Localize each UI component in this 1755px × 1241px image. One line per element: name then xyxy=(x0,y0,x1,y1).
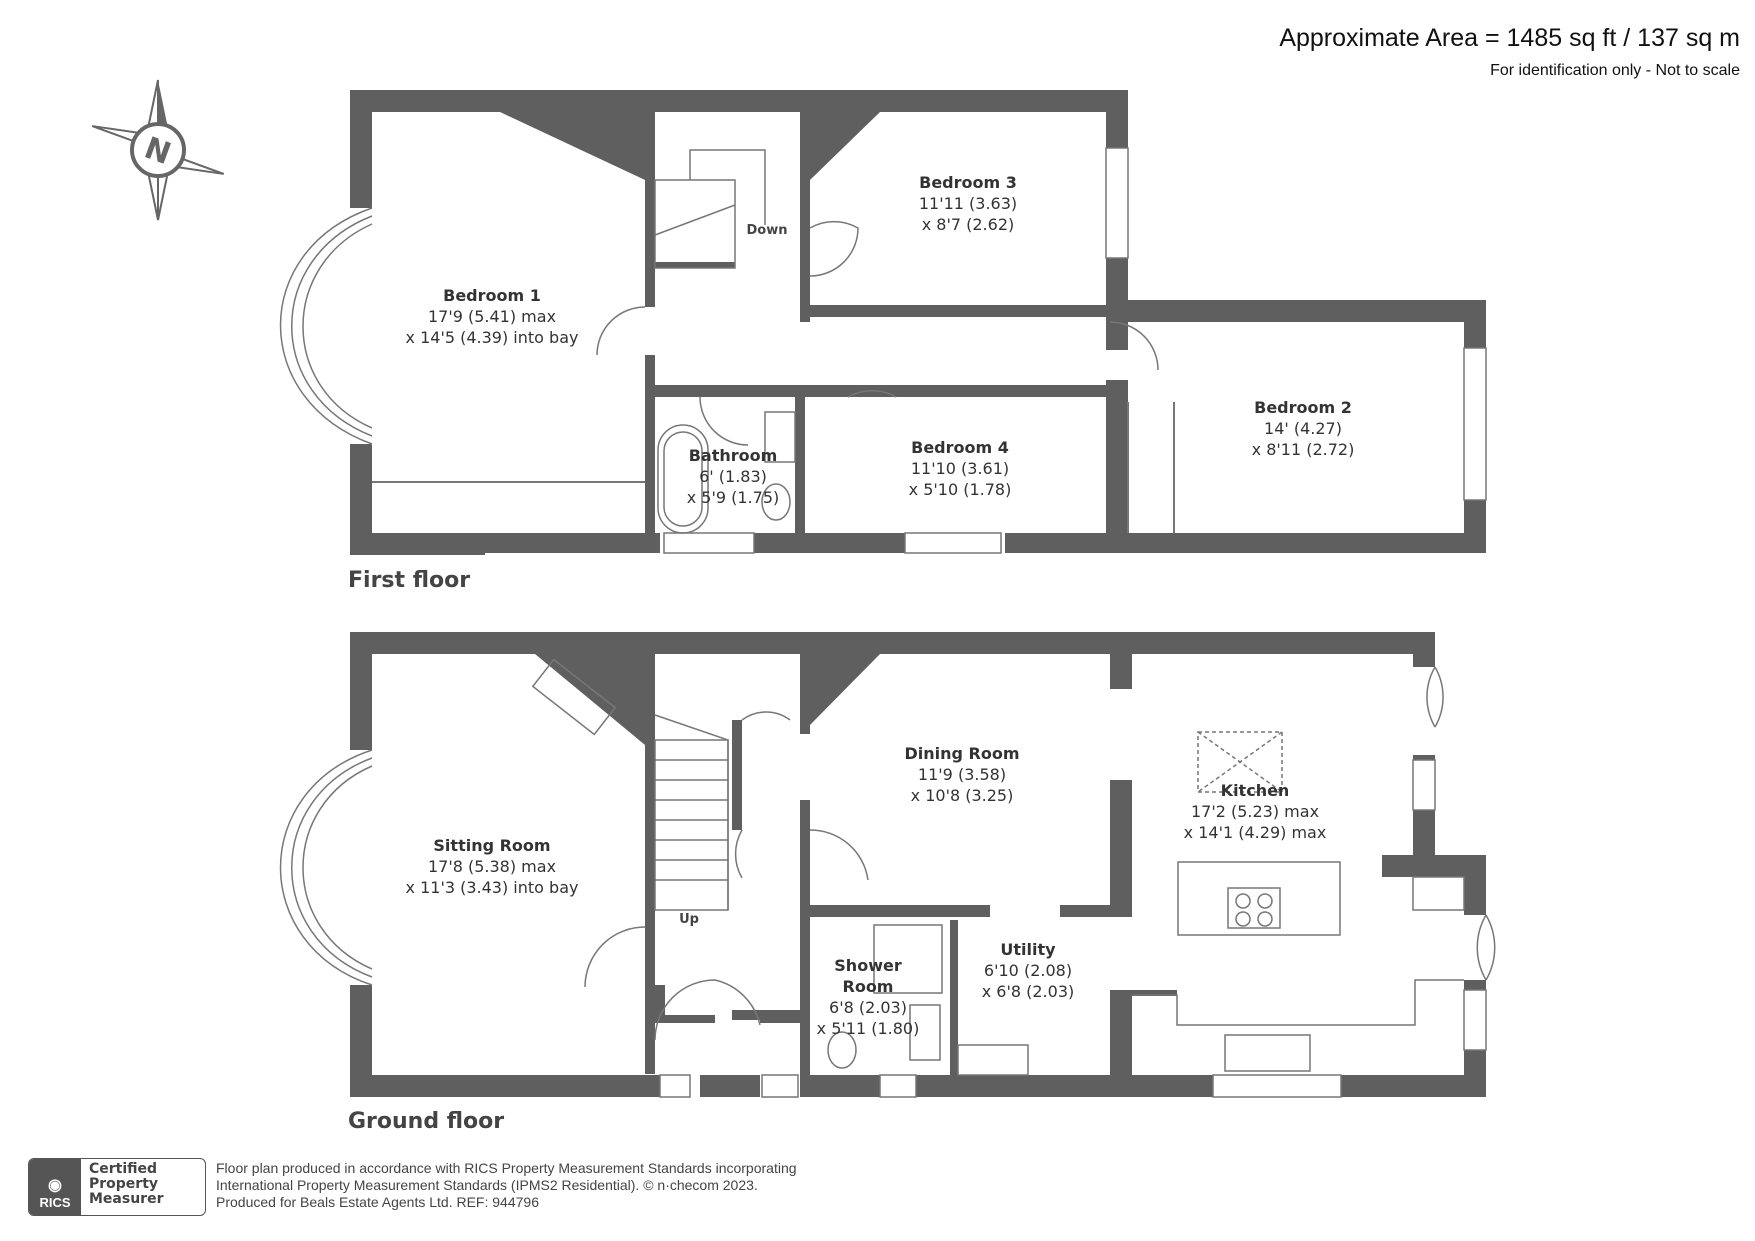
badge-line1: Certified xyxy=(89,1161,158,1177)
bathroom-fixtures xyxy=(657,411,796,534)
rics-brand: RICS xyxy=(39,1195,71,1210)
stairs-up-label: Up xyxy=(679,912,699,927)
utility-name: Utility xyxy=(1000,940,1056,959)
lion-icon: ◉ xyxy=(48,1177,62,1194)
bathroom-name: Bathroom xyxy=(689,446,778,465)
footer-line1: Floor plan produced in accordance with R… xyxy=(216,1160,797,1176)
rics-logo: ◉ RICS xyxy=(29,1159,81,1215)
approximate-area: Approximate Area = 1485 sq ft / 137 sq m xyxy=(1279,24,1740,52)
kitchen-name: Kitchen xyxy=(1221,781,1290,800)
utility-dim1: 6'10 (2.08) xyxy=(984,961,1072,980)
footer-note: Floor plan produced in accordance with R… xyxy=(216,1160,797,1211)
bedroom2-dim1: 14' (4.27) xyxy=(1264,419,1342,438)
dining-room-name: Dining Room xyxy=(904,744,1019,763)
floor-plan: N xyxy=(91,79,1496,1134)
bedroom1-name: Bedroom 1 xyxy=(443,286,541,305)
bedroom1-dim2: x 14'5 (4.39) into bay xyxy=(406,328,579,347)
kitchen-dim2: x 14'1 (4.29) max xyxy=(1184,823,1327,842)
dining-room-dim1: 11'9 (3.58) xyxy=(918,765,1006,784)
sitting-room-dim1: 17'8 (5.38) max xyxy=(428,857,556,876)
shower-room-dim2: x 5'11 (1.80) xyxy=(817,1019,920,1038)
ground-floor-doors xyxy=(531,658,1496,1076)
bedroom2-dim2: x 8'11 (2.72) xyxy=(1252,440,1355,459)
first-floor-windows xyxy=(279,147,1487,554)
compass-rose-icon: N xyxy=(91,79,225,221)
stairs-down-label: Down xyxy=(747,223,788,238)
footer-line2: International Property Measurement Stand… xyxy=(216,1177,758,1193)
bedroom3-dim2: x 8'7 (2.62) xyxy=(922,215,1015,234)
rics-badge-text: Certified Property Measurer xyxy=(81,1159,171,1215)
ground-floor-walls xyxy=(350,632,1486,1097)
shower-room-dim1: 6'8 (2.03) xyxy=(829,998,907,1017)
bedroom3-dim1: 11'11 (3.63) xyxy=(919,194,1017,213)
bedroom2-name: Bedroom 2 xyxy=(1254,398,1352,417)
ground-floor-windows xyxy=(279,749,1487,1098)
bedroom1-dim1: 17'9 (5.41) max xyxy=(428,307,556,326)
bedroom3-name: Bedroom 3 xyxy=(919,173,1017,192)
first-floor-doors xyxy=(596,149,1159,446)
bathroom-dim2: x 5'9 (1.75) xyxy=(687,488,780,507)
ground-floor-label: Ground floor xyxy=(348,1109,504,1134)
utility-dim2: x 6'8 (2.03) xyxy=(982,982,1075,1001)
scale-note: For identification only - Not to scale xyxy=(1490,62,1740,79)
bedroom4-dim2: x 5'10 (1.78) xyxy=(909,480,1012,499)
badge-line3: Measurer xyxy=(89,1191,164,1207)
dining-room-dim2: x 10'8 (3.25) xyxy=(911,786,1014,805)
bedroom4-name: Bedroom 4 xyxy=(911,438,1009,457)
sitting-room-dim2: x 11'3 (3.43) into bay xyxy=(406,878,579,897)
bathroom-dim1: 6' (1.83) xyxy=(699,467,767,486)
first-floor-walls xyxy=(350,90,1486,555)
badge-line2: Property xyxy=(89,1176,159,1192)
kitchen-dim1: 17'2 (5.23) max xyxy=(1191,802,1319,821)
shower-room-name2: Room xyxy=(843,977,894,996)
shower-room-name1: Shower xyxy=(834,956,902,975)
bedroom4-dim1: 11'10 (3.61) xyxy=(911,459,1009,478)
first-floor-label: First floor xyxy=(348,568,470,593)
rics-badge: ◉ RICS Certified Property Measurer xyxy=(28,1158,206,1216)
footer-line3: Produced for Beals Estate Agents Ltd. RE… xyxy=(216,1194,539,1210)
sitting-room-name: Sitting Room xyxy=(433,836,550,855)
